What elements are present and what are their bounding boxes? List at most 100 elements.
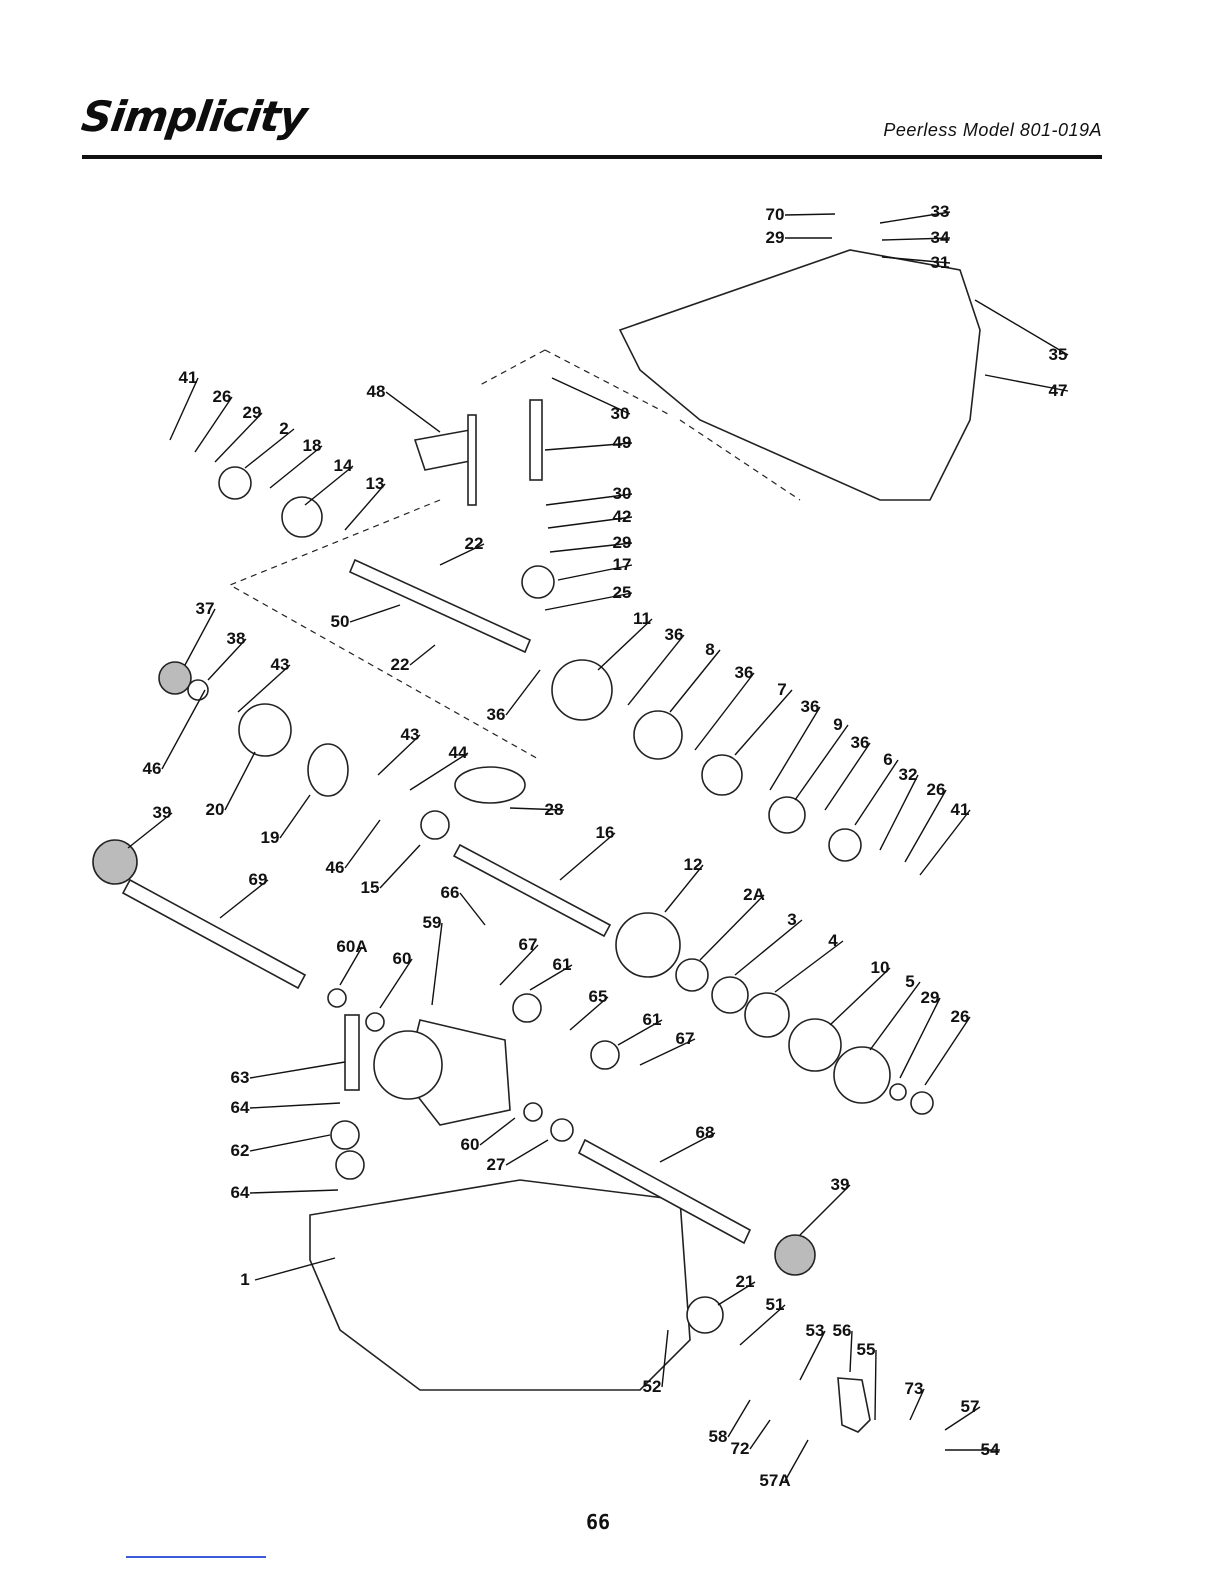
leader-line-9 xyxy=(794,724,849,801)
callout-label-6: 6 xyxy=(883,750,892,769)
callout-label-41a: 41 xyxy=(179,368,198,387)
callout-label-72: 72 xyxy=(731,1439,750,1458)
callout-label-28: 28 xyxy=(545,800,564,819)
leader-line-36e xyxy=(824,742,871,811)
upper-housing-cover xyxy=(618,249,981,501)
leader-line-73 xyxy=(909,1388,925,1421)
callout-label-58: 58 xyxy=(709,1427,728,1446)
callout-label-19: 19 xyxy=(261,828,280,847)
callout-label-42: 42 xyxy=(613,507,632,526)
leader-line-27 xyxy=(505,1139,549,1166)
callout-label-36a: 36 xyxy=(487,705,506,724)
gear-9 xyxy=(768,796,806,834)
leader-line-72 xyxy=(749,1419,771,1450)
model-title: Peerless Model 801-019A xyxy=(883,120,1102,140)
collar-60A xyxy=(327,988,347,1008)
shifter-fork xyxy=(413,429,476,471)
callout-label-62: 62 xyxy=(231,1141,250,1160)
leader-line-1 xyxy=(254,1257,336,1281)
gear-7 xyxy=(701,754,743,796)
callout-label-8: 8 xyxy=(705,640,714,659)
callout-label-26c: 26 xyxy=(951,1007,970,1026)
leader-line-22a xyxy=(439,543,485,566)
callout-label-48: 48 xyxy=(367,382,386,401)
callout-label-15: 15 xyxy=(361,878,380,897)
leader-line-41a xyxy=(169,377,199,441)
leader-line-43a xyxy=(237,664,291,713)
callout-label-43a: 43 xyxy=(271,655,290,674)
leader-line-67a xyxy=(499,944,539,986)
callout-label-53: 53 xyxy=(806,1321,825,1340)
gear-10 xyxy=(788,1018,842,1072)
leader-line-39b xyxy=(799,1184,851,1236)
chain-28 xyxy=(454,766,526,804)
brake-arm xyxy=(837,1377,871,1433)
leader-line-12 xyxy=(664,864,704,913)
callout-label-30b: 30 xyxy=(613,484,632,503)
callout-label-17: 17 xyxy=(613,555,632,574)
leader-line-60A xyxy=(339,946,363,986)
callout-label-66: 66 xyxy=(441,883,460,902)
bearing-39-right xyxy=(774,1234,816,1276)
leader-line-55 xyxy=(874,1349,877,1421)
leader-line-37 xyxy=(184,608,216,666)
leader-line-57A xyxy=(784,1439,809,1482)
lower-housing xyxy=(309,1179,691,1391)
callout-label-30a: 30 xyxy=(611,404,630,423)
leader-line-46a xyxy=(161,689,206,770)
callout-label-60b: 60 xyxy=(461,1135,480,1154)
callout-label-4: 4 xyxy=(828,931,838,950)
leader-line-35 xyxy=(974,299,1069,356)
header-rule xyxy=(82,155,1102,159)
leader-line-46b xyxy=(344,819,381,869)
leader-line-42 xyxy=(547,516,633,529)
axle-68 xyxy=(577,1138,752,1245)
leader-line-51 xyxy=(739,1304,786,1346)
leader-line-49 xyxy=(544,442,633,451)
leader-line-22b xyxy=(409,644,436,666)
callout-label-2A: 2A xyxy=(743,885,765,904)
leader-line-44 xyxy=(409,752,469,791)
gear-15 xyxy=(420,810,450,840)
gear-3 xyxy=(711,976,749,1014)
callout-label-36d: 36 xyxy=(801,697,820,716)
callout-label-10: 10 xyxy=(871,958,890,977)
callout-label-13: 13 xyxy=(366,474,385,493)
callout-label-49: 49 xyxy=(613,433,632,452)
callout-label-32: 32 xyxy=(899,765,918,784)
leader-line-47 xyxy=(984,374,1069,392)
callout-label-63: 63 xyxy=(231,1068,250,1087)
callout-label-16: 16 xyxy=(596,823,615,842)
pinion-61-upper xyxy=(512,993,542,1023)
leader-line-26a xyxy=(194,396,233,453)
leader-line-7 xyxy=(734,689,793,756)
callout-label-60a: 60 xyxy=(393,949,412,968)
callout-label-70: 70 xyxy=(766,205,785,224)
callout-label-29d: 29 xyxy=(921,988,940,1007)
leader-line-29d xyxy=(899,997,941,1079)
leader-line-11 xyxy=(597,618,653,671)
leader-line-34 xyxy=(881,237,951,241)
leader-line-53 xyxy=(799,1330,826,1381)
callout-label-12: 12 xyxy=(684,855,703,874)
callout-label-52: 52 xyxy=(643,1377,662,1396)
pinion-61-lower xyxy=(590,1040,620,1070)
callout-label-29b: 29 xyxy=(243,403,262,422)
callout-label-57: 57 xyxy=(961,1397,980,1416)
parts-illustration xyxy=(92,249,981,1433)
callout-label-65: 65 xyxy=(589,987,608,1006)
bearing-37 xyxy=(158,661,192,695)
washer-29-right xyxy=(889,1083,907,1101)
leader-line-8 xyxy=(669,649,721,713)
gear-4 xyxy=(744,992,790,1038)
callout-label-36b: 36 xyxy=(665,625,684,644)
leader-line-41b xyxy=(919,809,971,876)
callout-label-2: 2 xyxy=(279,419,288,438)
callout-label-41b: 41 xyxy=(951,800,970,819)
leader-line-48 xyxy=(385,391,441,433)
callout-label-64b: 64 xyxy=(231,1183,250,1202)
callout-label-22b: 22 xyxy=(391,655,410,674)
footer-link-underline xyxy=(126,1556,266,1558)
callout-label-21: 21 xyxy=(736,1272,755,1291)
